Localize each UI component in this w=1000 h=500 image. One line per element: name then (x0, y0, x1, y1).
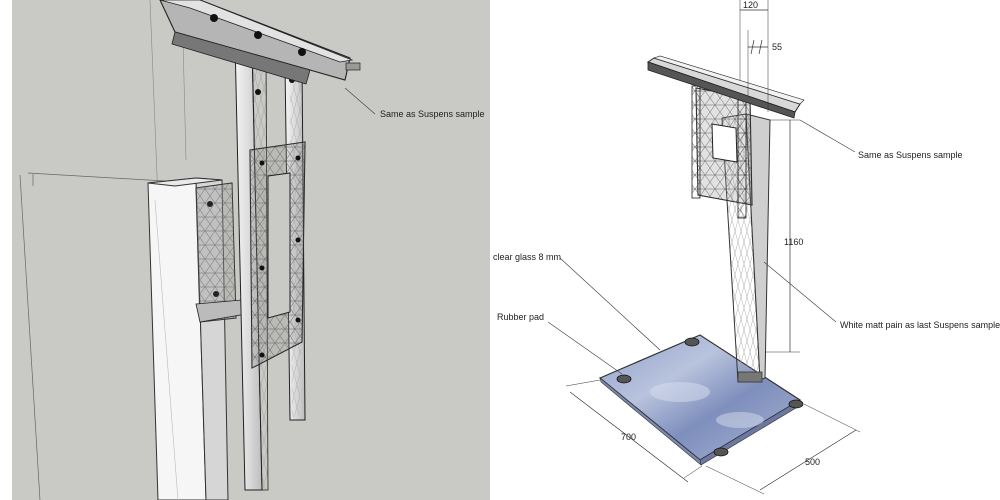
frame-strut (691, 85, 701, 199)
left-detail-view: Same as Suspens sample (0, 0, 490, 500)
rail-callout-leader (799, 119, 856, 153)
top-rail-top (653, 55, 805, 105)
frame-strut (737, 99, 747, 219)
pad-callout-leader (547, 321, 623, 375)
guide-line (27, 172, 166, 182)
dimension-line-700 (569, 391, 689, 483)
bracket-block-tint (196, 183, 236, 322)
dimension-1160: 1160 (784, 237, 803, 247)
frame-window (267, 172, 291, 319)
tick (750, 39, 755, 55)
glass-callout-label: clear glass 8 mm (493, 252, 561, 262)
rail-end-stud (345, 62, 361, 71)
bolt (255, 89, 261, 95)
rubber-pad (684, 337, 700, 347)
bolt (259, 160, 265, 166)
extension-line (565, 379, 601, 387)
dimension-55: 55 (772, 42, 782, 52)
extension-line (683, 465, 703, 479)
left-margin (0, 0, 12, 500)
column-callout-leader (763, 261, 837, 323)
top-rail-lip (647, 61, 796, 119)
white-column-top (147, 177, 223, 187)
rubber-pad (616, 374, 632, 384)
left-callout-leader (344, 87, 376, 115)
rail-hole (210, 14, 218, 22)
extension-line (803, 403, 861, 433)
glass-edge (599, 377, 702, 466)
glass-reflection (716, 412, 764, 428)
column-callout-label: White matt pain as last Suspens sample (840, 320, 1000, 330)
pad-callout-label: Rubber pad (497, 312, 544, 322)
dimension-500: 500 (805, 457, 820, 467)
bolt (295, 317, 301, 323)
guide-line (19, 174, 41, 500)
dimension-line-500 (759, 429, 857, 491)
column-foot (737, 371, 763, 383)
frame-window (711, 123, 738, 163)
bolt (295, 155, 301, 161)
bracket-block (195, 182, 237, 323)
top-rail-lip (171, 31, 311, 85)
rubber-pad (788, 399, 804, 409)
tick (758, 39, 763, 55)
column-shading (154, 199, 179, 500)
rail-hole (254, 31, 262, 39)
bolt (295, 237, 301, 243)
bolt (259, 265, 265, 271)
left-callout-label: Same as Suspens sample (380, 109, 485, 119)
glass-reflection (650, 382, 710, 402)
bolt (259, 352, 265, 358)
right-overview: 120 55 1160 700 500 Same as Suspens samp… (493, 0, 1000, 495)
glass-callout-leader (559, 257, 661, 351)
rail-callout-label: Same as Suspens sample (858, 150, 963, 160)
bolt (213, 291, 219, 297)
rail-hole (298, 48, 306, 56)
dimension-700: 700 (621, 432, 636, 442)
dimension-120: 120 (743, 0, 758, 10)
bolt (207, 201, 213, 207)
extension-line (705, 465, 765, 495)
top-rail-face (159, 0, 354, 63)
rubber-pad (713, 447, 729, 457)
